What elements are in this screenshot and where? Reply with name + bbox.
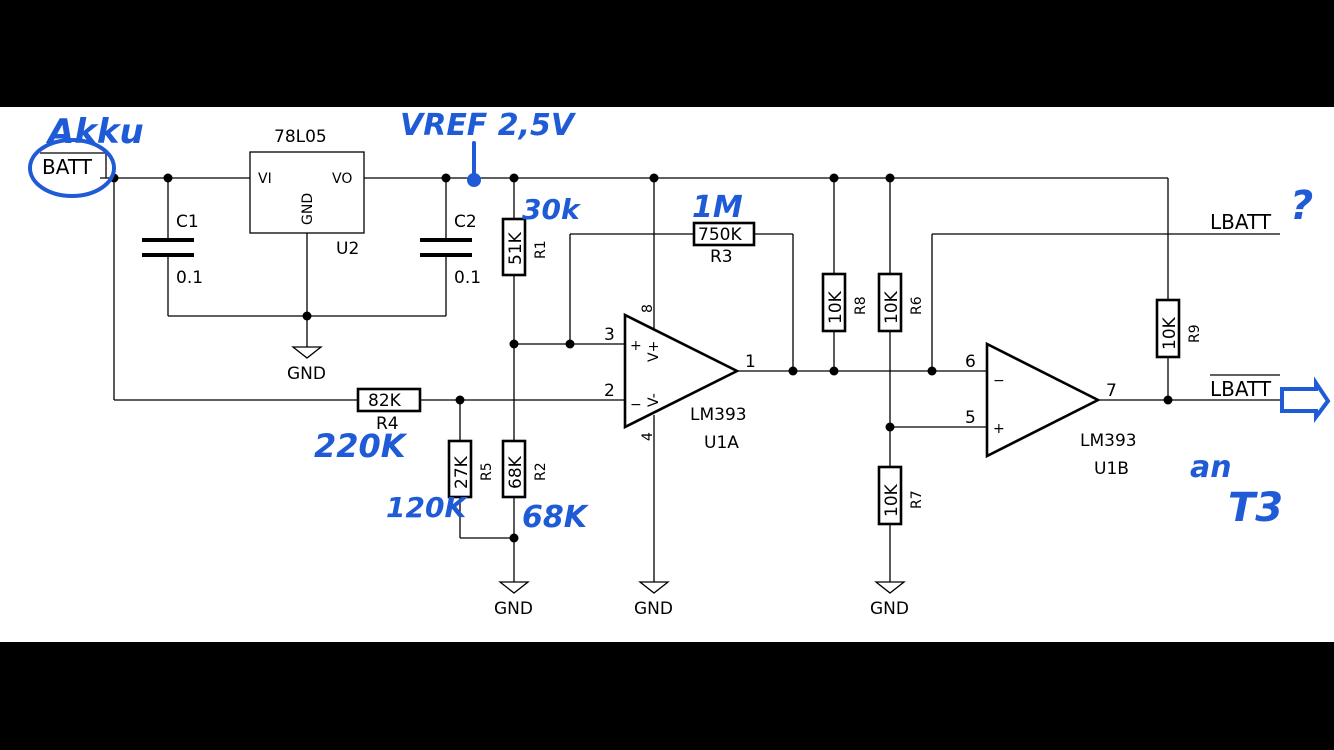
note-out-an: an [1190, 450, 1232, 485]
svg-text:LM393: LM393 [690, 405, 747, 425]
svg-text:R3: R3 [710, 247, 733, 267]
svg-text:R8: R8 [853, 296, 869, 315]
svg-text:U1A: U1A [704, 433, 739, 453]
resistor-r3: 750K R3 [692, 221, 756, 267]
svg-text:27K: 27K [452, 455, 472, 489]
regulator-vi: VI [258, 171, 272, 187]
capacitor-c2: C2 0.1 [420, 212, 481, 288]
svg-text:V+: V+ [646, 341, 662, 362]
junctions [109, 173, 1173, 543]
svg-text:R7: R7 [909, 490, 925, 509]
regulator-part: 78L05 [274, 127, 327, 147]
resistor-r5: 27K R5 [447, 439, 495, 499]
note-lbatt-question: ? [1290, 183, 1313, 229]
svg-text:C2: C2 [454, 212, 477, 232]
handwritten-notes: Akku VREF 2,5V 30k 1M 220K 120K 68K ? an… [28, 108, 1331, 535]
svg-text:7: 7 [1106, 381, 1117, 401]
svg-text:750K: 750K [698, 225, 742, 245]
schematic-sheet: BATT 78L05 VI VO GND U2 C1 0.1 C2 0.1 51… [0, 107, 1334, 642]
svg-text:R2: R2 [533, 462, 549, 481]
ground-symbol-r7: GND [870, 581, 909, 619]
ground-symbol-r2: GND [494, 581, 533, 619]
resistor-r8: 10K R8 [821, 272, 869, 333]
lbatt-output-label: LBATT [1210, 374, 1280, 401]
svg-text:3: 3 [604, 325, 615, 345]
note-r5-alt: 120K [386, 491, 468, 524]
svg-text:2: 2 [604, 381, 615, 401]
svg-text:1: 1 [745, 352, 756, 372]
note-vref: VREF 2,5V [400, 108, 577, 143]
note-out-t3: T3 [1228, 485, 1283, 531]
svg-text:8: 8 [640, 304, 656, 313]
svg-text:10K: 10K [1160, 316, 1180, 350]
wires [100, 177, 1280, 582]
svg-text:R4: R4 [376, 414, 399, 434]
ground-symbol-u1a: GND [634, 581, 673, 619]
resistor-r7: 10K R7 [877, 465, 925, 526]
svg-text:V-: V- [646, 393, 662, 407]
schematic: BATT 78L05 VI VO GND U2 C1 0.1 C2 0.1 51… [28, 108, 1331, 619]
svg-text:0.1: 0.1 [176, 268, 203, 288]
resistor-r2: 68K R2 [501, 439, 549, 499]
lbatt-input-label: LBATT [1210, 210, 1272, 234]
svg-text:LM393: LM393 [1080, 431, 1137, 451]
note-output-arrow [1280, 376, 1331, 423]
note-batt-circle [28, 138, 116, 198]
regulator-u2: 78L05 VI VO GND U2 [249, 127, 365, 259]
svg-text:LBATT: LBATT [1210, 377, 1272, 401]
svg-text:68K: 68K [506, 455, 526, 489]
svg-text:GND: GND [634, 599, 673, 619]
svg-text:R1: R1 [533, 240, 549, 259]
batt-net-label: BATT [40, 152, 107, 179]
svg-text:U1B: U1B [1094, 459, 1129, 479]
regulator-vo: VO [332, 171, 352, 187]
svg-text:10K: 10K [882, 483, 902, 517]
svg-text:+: + [993, 421, 1005, 437]
svg-text:5: 5 [965, 408, 976, 428]
regulator-ref: U2 [336, 239, 359, 259]
resistor-r6: 10K R6 [877, 272, 925, 333]
svg-text:10K: 10K [826, 290, 846, 324]
note-r2-alt: 68K [522, 500, 590, 535]
svg-text:82K: 82K [368, 391, 402, 411]
svg-text:R9: R9 [1187, 324, 1203, 343]
svg-text:−: − [630, 397, 642, 413]
svg-text:6: 6 [965, 352, 976, 372]
comparator-u1b: − + 6 5 7 LM393 U1B [965, 341, 1137, 479]
svg-text:+: + [630, 338, 642, 354]
ground-symbol-u2: GND [287, 346, 326, 384]
svg-text:LBATT: LBATT [1210, 210, 1272, 234]
svg-text:GND: GND [870, 599, 909, 619]
capacitor-c1: C1 0.1 [142, 212, 203, 288]
svg-text:C1: C1 [176, 212, 199, 232]
svg-text:51K: 51K [506, 231, 526, 265]
comparator-u1a: + − 3 2 1 8 4 V+ V- LM393 U1A [604, 304, 756, 453]
resistor-r9: 10K R9 [1155, 298, 1203, 359]
resistor-r4: 82K R4 [356, 387, 422, 434]
svg-text:GND: GND [494, 599, 533, 619]
svg-text:0.1: 0.1 [454, 268, 481, 288]
resistor-r1: 51K R1 [501, 217, 549, 277]
note-r3-alt: 1M [692, 190, 743, 225]
note-r1-alt: 30k [522, 193, 582, 226]
regulator-gnd: GND [300, 193, 316, 225]
svg-text:4: 4 [640, 432, 656, 441]
svg-text:10K: 10K [882, 290, 902, 324]
svg-text:R5: R5 [479, 462, 495, 481]
svg-text:GND: GND [287, 364, 326, 384]
svg-text:−: − [993, 373, 1005, 389]
svg-text:R6: R6 [909, 296, 925, 315]
note-r4-alt: 220K [314, 427, 408, 465]
svg-text:BATT: BATT [42, 155, 93, 179]
